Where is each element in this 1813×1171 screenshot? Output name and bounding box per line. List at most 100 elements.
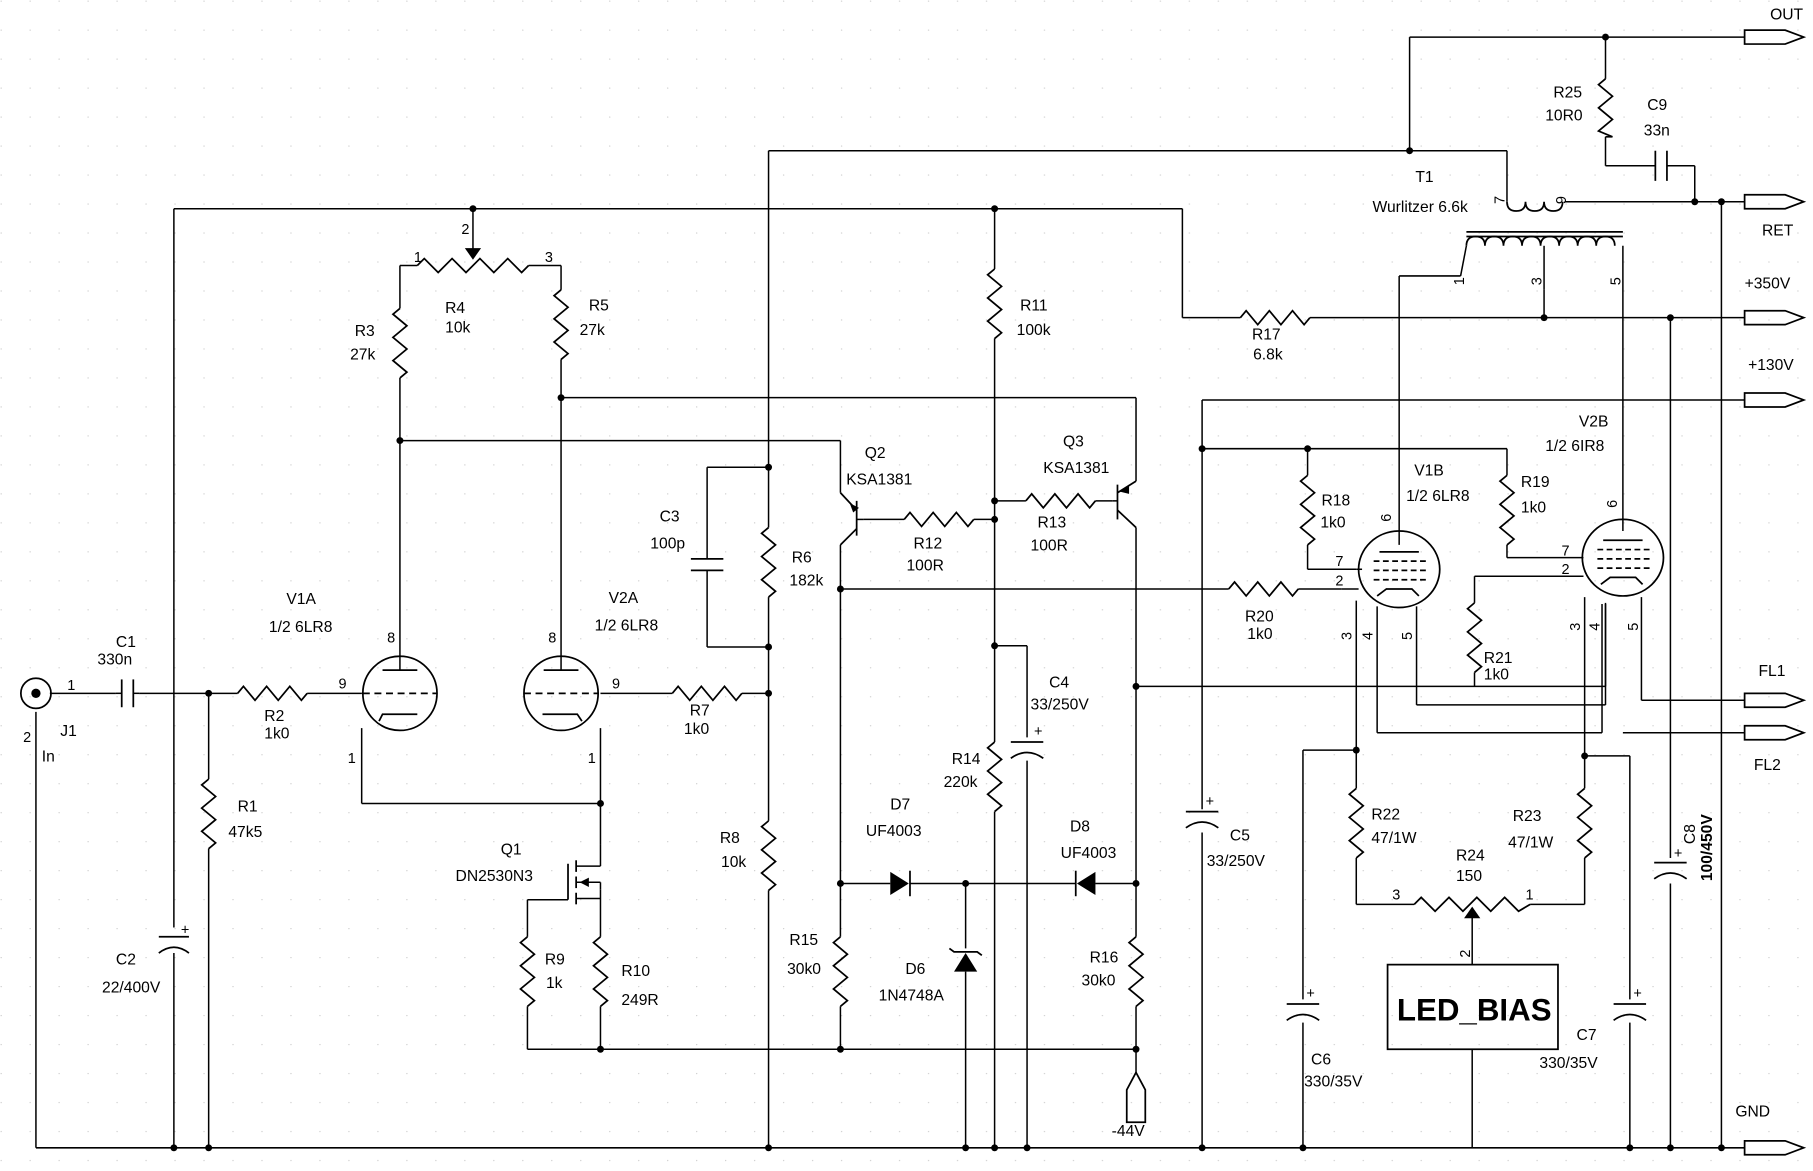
r20-ref: R20 bbox=[1245, 608, 1274, 625]
out-label: OUT bbox=[1770, 7, 1803, 24]
r6-resistor bbox=[760, 526, 777, 598]
c5-capacitor: + bbox=[1185, 794, 1219, 829]
v1b-pin3: 3 bbox=[1340, 632, 1356, 640]
t1-pin9: 9 bbox=[1554, 196, 1570, 204]
v2a-ref: V2A bbox=[609, 590, 639, 607]
r14-resistor bbox=[986, 741, 1003, 813]
r6-ref: R6 bbox=[792, 549, 812, 566]
q1-mosfet bbox=[567, 844, 602, 905]
v1a-tube bbox=[361, 655, 438, 732]
r14-ref: R14 bbox=[952, 751, 981, 768]
q3-value: KSA1381 bbox=[1043, 460, 1109, 477]
d6-ref: D6 bbox=[905, 961, 925, 978]
v2b-ref: V2B bbox=[1579, 414, 1609, 431]
r18-resistor bbox=[1299, 474, 1316, 546]
r13-resistor bbox=[1025, 492, 1097, 510]
r23-value: 47/1W bbox=[1508, 835, 1553, 852]
t1-pin3: 3 bbox=[1530, 277, 1546, 285]
r17-ref: R17 bbox=[1252, 327, 1281, 344]
c5-ref: C5 bbox=[1230, 828, 1250, 845]
component-labels: J1 In 1 2 C1 330n C2 22/400V R1 47k5 R2 … bbox=[23, 84, 1716, 1090]
v2a-pin1: 1 bbox=[588, 751, 596, 767]
r5-resistor bbox=[552, 289, 570, 361]
r2-ref: R2 bbox=[264, 708, 284, 725]
c7-capacitor: + bbox=[1613, 986, 1647, 1021]
r24-pin2: 2 bbox=[1458, 950, 1474, 958]
d7-ref: D7 bbox=[890, 796, 910, 813]
r5-value: 27k bbox=[580, 322, 605, 339]
svg-text:+: + bbox=[1034, 724, 1042, 740]
q3-transistor bbox=[1112, 480, 1137, 529]
r15-ref: R15 bbox=[789, 932, 818, 949]
v2b-pin7: 7 bbox=[1561, 543, 1569, 559]
r24-pin1: 1 bbox=[1526, 888, 1534, 904]
j1-pin2: 2 bbox=[23, 730, 31, 746]
r22-resistor bbox=[1347, 787, 1365, 859]
q2-value: KSA1381 bbox=[846, 472, 912, 489]
d8-diode bbox=[1074, 870, 1096, 897]
r5-ref: R5 bbox=[589, 298, 609, 315]
c8-capacitor: + bbox=[1653, 846, 1688, 880]
r23-resistor bbox=[1576, 787, 1593, 859]
v1a-pin1: 1 bbox=[348, 751, 356, 767]
r4-pin1: 1 bbox=[414, 250, 422, 266]
v1a-pin9: 9 bbox=[338, 677, 346, 693]
fl1-port bbox=[1743, 692, 1807, 709]
r9-ref: R9 bbox=[545, 952, 565, 969]
c3-capacitor bbox=[690, 557, 724, 572]
r7-ref: R7 bbox=[690, 702, 710, 719]
r19-ref: R19 bbox=[1521, 474, 1550, 491]
r18-value: 1k0 bbox=[1320, 515, 1346, 532]
t1-ref: T1 bbox=[1415, 169, 1433, 186]
led-bias-label: LED_BIAS bbox=[1397, 992, 1552, 1027]
r17-resistor bbox=[1239, 309, 1311, 326]
v130-label: +130V bbox=[1748, 357, 1794, 374]
c3-value: 100p bbox=[650, 535, 685, 552]
v1a-ref: V1A bbox=[286, 591, 316, 608]
c1-value: 330n bbox=[97, 651, 132, 668]
v1b-pin6: 6 bbox=[1379, 514, 1395, 522]
v2a-pin8: 8 bbox=[548, 630, 556, 646]
v1b-pin2: 2 bbox=[1335, 573, 1343, 589]
c4-ref: C4 bbox=[1049, 675, 1069, 692]
v2b-pin3: 3 bbox=[1568, 623, 1584, 631]
r4-pin3: 3 bbox=[545, 250, 553, 266]
r19-value: 1k0 bbox=[1521, 499, 1547, 516]
r11-value: 100k bbox=[1017, 322, 1051, 339]
c8-ref: C8 bbox=[1682, 824, 1699, 844]
d6-zener-diode bbox=[948, 947, 983, 972]
c2-value: 22/400V bbox=[102, 979, 161, 996]
r24-potentiometer bbox=[1413, 896, 1531, 919]
v350-label: +350V bbox=[1745, 276, 1791, 293]
r7-value: 1k0 bbox=[684, 721, 710, 738]
v2b-pin2: 2 bbox=[1561, 562, 1569, 578]
r11-resistor bbox=[986, 268, 1003, 340]
fl1-label: FL1 bbox=[1759, 663, 1786, 680]
r17-value: 6.8k bbox=[1253, 346, 1283, 363]
v2b-pin4: 4 bbox=[1588, 623, 1604, 631]
c9-ref: C9 bbox=[1647, 97, 1667, 114]
r25-value: 10R0 bbox=[1545, 108, 1583, 125]
r10-value: 249R bbox=[621, 992, 658, 1009]
v1b-pin7: 7 bbox=[1335, 554, 1343, 570]
d7-value: UF4003 bbox=[866, 823, 922, 840]
v1b-value: 1/2 6LR8 bbox=[1406, 488, 1470, 505]
c4-value: 33/250V bbox=[1031, 697, 1090, 714]
q3-ref: Q3 bbox=[1063, 433, 1084, 450]
port-connectors bbox=[1125, 29, 1807, 1156]
r24-ref: R24 bbox=[1456, 847, 1485, 864]
r21-ref: R21 bbox=[1484, 650, 1513, 667]
c9-capacitor bbox=[1654, 150, 1668, 181]
j1-jack bbox=[19, 677, 52, 710]
svg-text:+: + bbox=[181, 922, 189, 938]
r1-ref: R1 bbox=[238, 799, 258, 816]
d6-value: 1N4748A bbox=[879, 988, 945, 1005]
svg-text:+: + bbox=[1674, 846, 1682, 862]
neg44-port bbox=[1125, 1070, 1147, 1124]
v2b-value: 1/2 6IR8 bbox=[1545, 438, 1604, 455]
r18-ref: R18 bbox=[1321, 492, 1350, 509]
ret-label: RET bbox=[1762, 222, 1794, 239]
v2a-pin9: 9 bbox=[612, 677, 620, 693]
t1-pin1: 1 bbox=[1452, 277, 1468, 285]
